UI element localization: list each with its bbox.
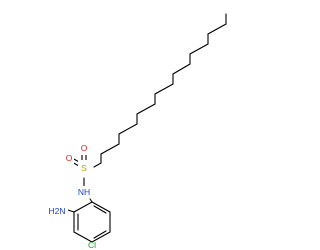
sulfonamide-nh-label: NH — [78, 187, 90, 197]
oxygen-label-left: O — [66, 153, 73, 163]
amine-nh2-label: H2N — [48, 206, 65, 216]
atom-labels: S O O NH H2N Cl — [46, 143, 100, 250]
oxygen-label-top: O — [81, 143, 88, 153]
sulfur-label: S — [81, 163, 87, 173]
ring-double-bond-1 — [93, 205, 107, 214]
ring-double-bond-2 — [93, 230, 107, 239]
benzene-ring — [73, 201, 111, 243]
nitrogen-ring-bond — [89, 198, 93, 203]
chemical-structure-diagram: S O O NH H2N Cl — [46, 13, 227, 250]
ring-amine-bond — [67, 209, 75, 213]
bond-lines — [67, 13, 227, 244]
carbon-sulfur-bond — [93, 162, 102, 168]
alkyl-chain — [100, 13, 227, 164]
chlorine-label: Cl — [88, 240, 96, 250]
